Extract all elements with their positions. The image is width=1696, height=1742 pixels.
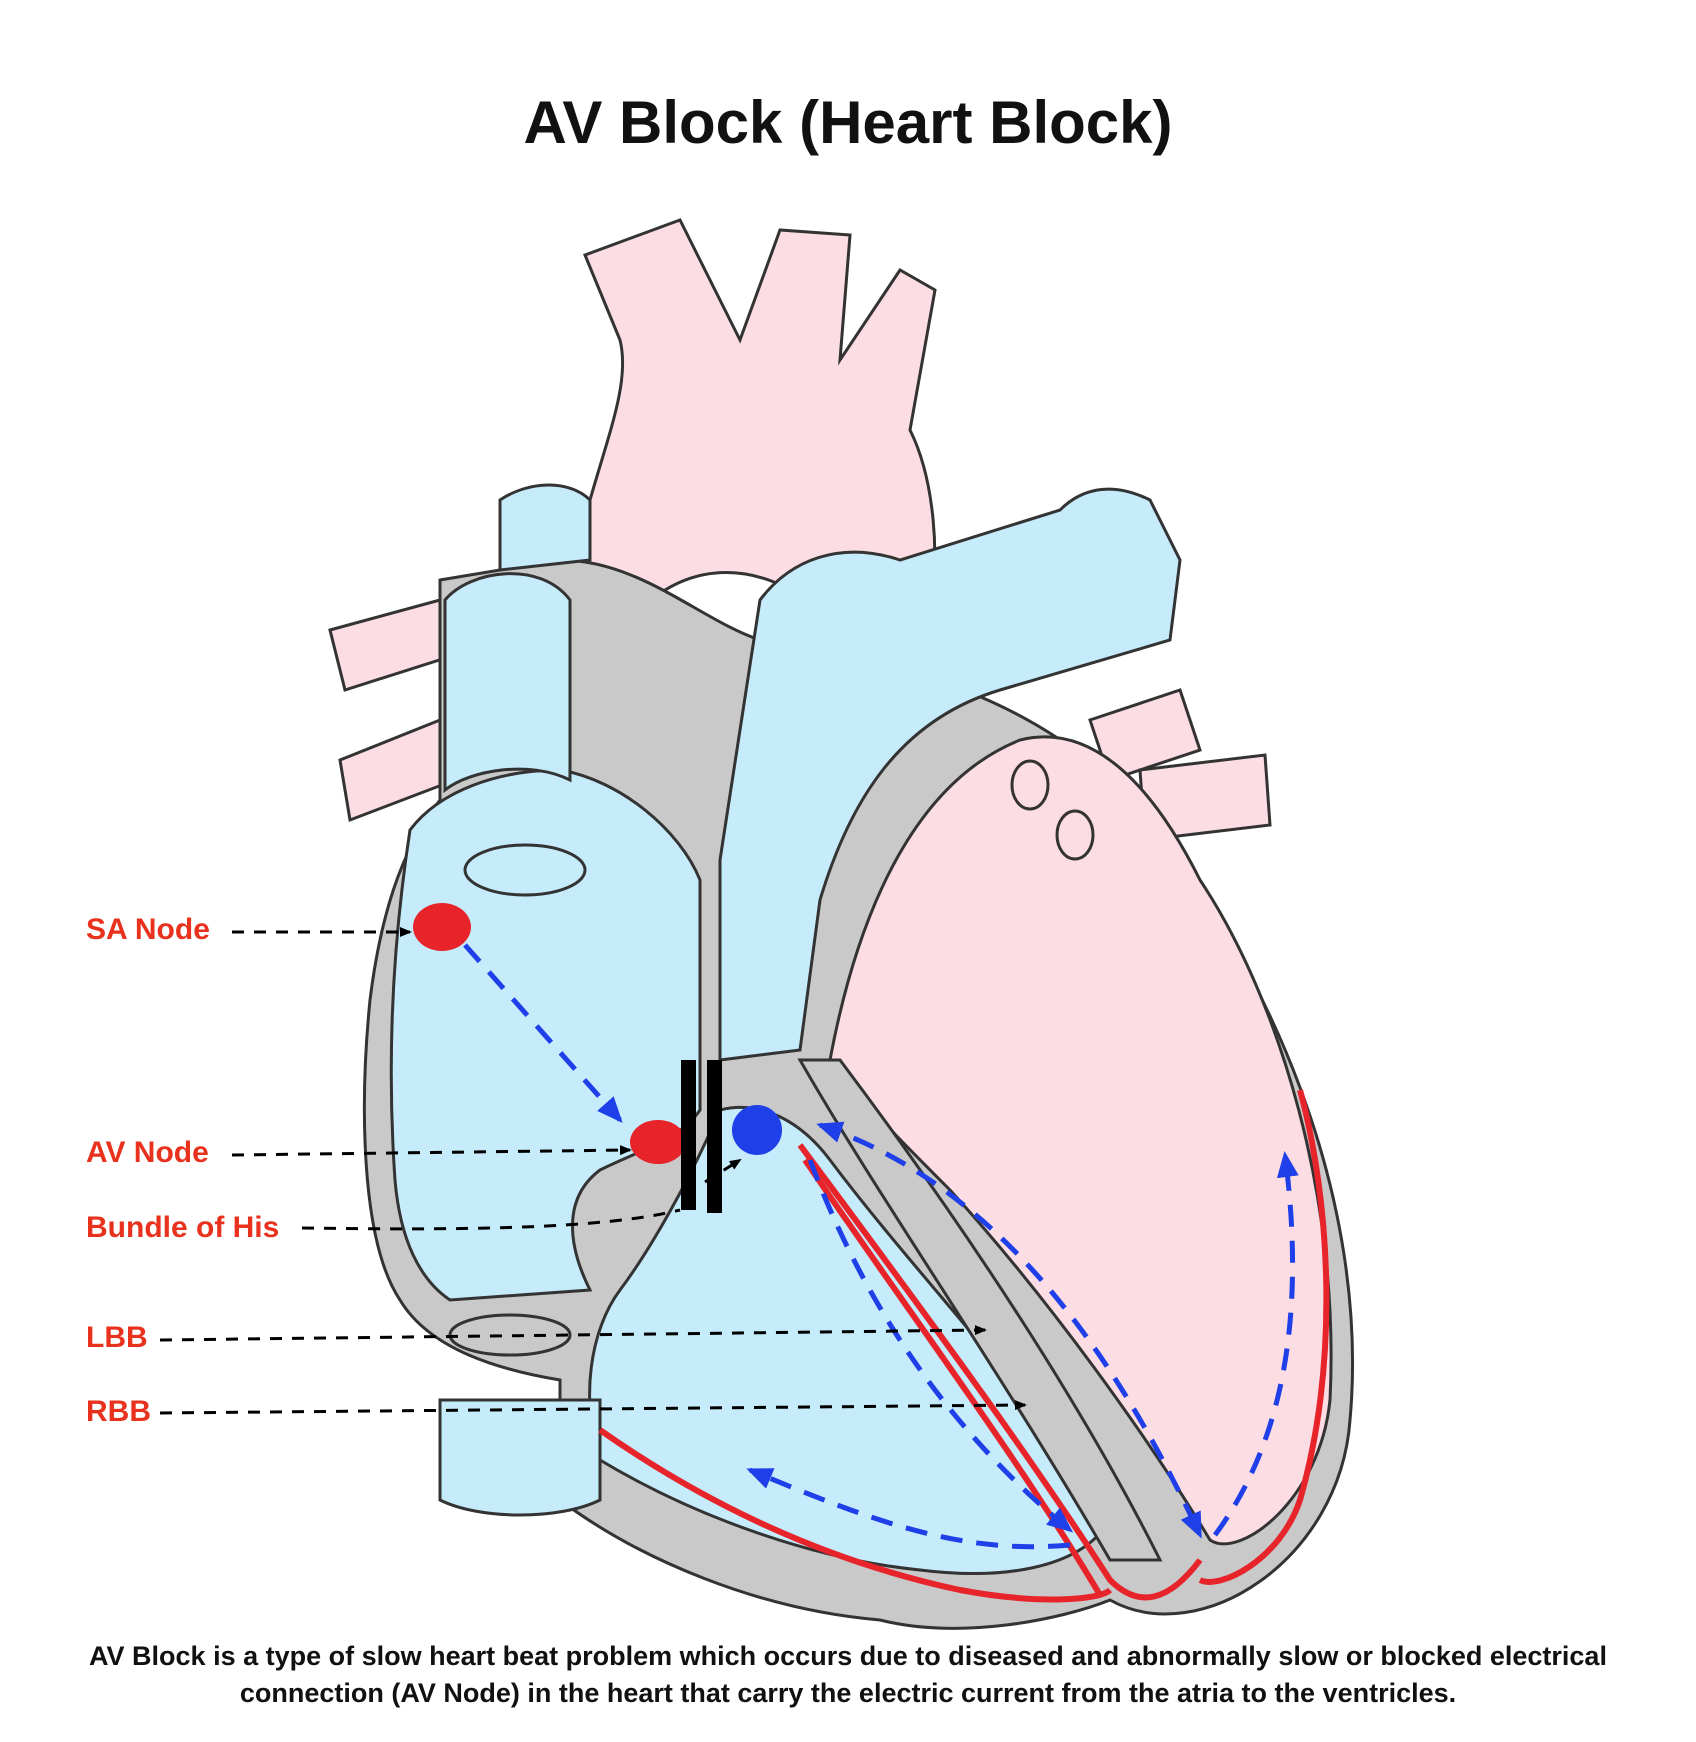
av-node (630, 1120, 686, 1164)
lbb-leader (159, 1325, 987, 1342)
caption-line-2: connection (AV Node) in the heart that c… (239, 1678, 1457, 1708)
bundle-of-his-tick (704, 1158, 742, 1184)
rbb-label: RBB (86, 1395, 151, 1428)
bundle-of-his-label: Bundle of His (86, 1211, 280, 1244)
sa-node-label: SA Node (86, 913, 210, 946)
caption-line-1: AV Block is a type of slow heart beat pr… (89, 1641, 1607, 1671)
valves (448, 759, 1095, 1357)
sa-node (413, 903, 471, 951)
av-node-leader (231, 1145, 632, 1157)
caption: AV Block is a type of slow heart beat pr… (20, 1638, 1676, 1712)
signal-arrows (463, 943, 1299, 1550)
block-bar-left (681, 1060, 696, 1210)
heart-body (362, 483, 1355, 1630)
lbb-label: LBB (86, 1321, 148, 1354)
diagram-title: AV Block (Heart Block) (523, 89, 1173, 156)
av-node-label: AV Node (86, 1136, 209, 1169)
aorta (328, 218, 1272, 842)
bundle-of-his-node (732, 1105, 782, 1155)
block-bar-right (707, 1060, 722, 1213)
label-leaders (159, 927, 1027, 1415)
